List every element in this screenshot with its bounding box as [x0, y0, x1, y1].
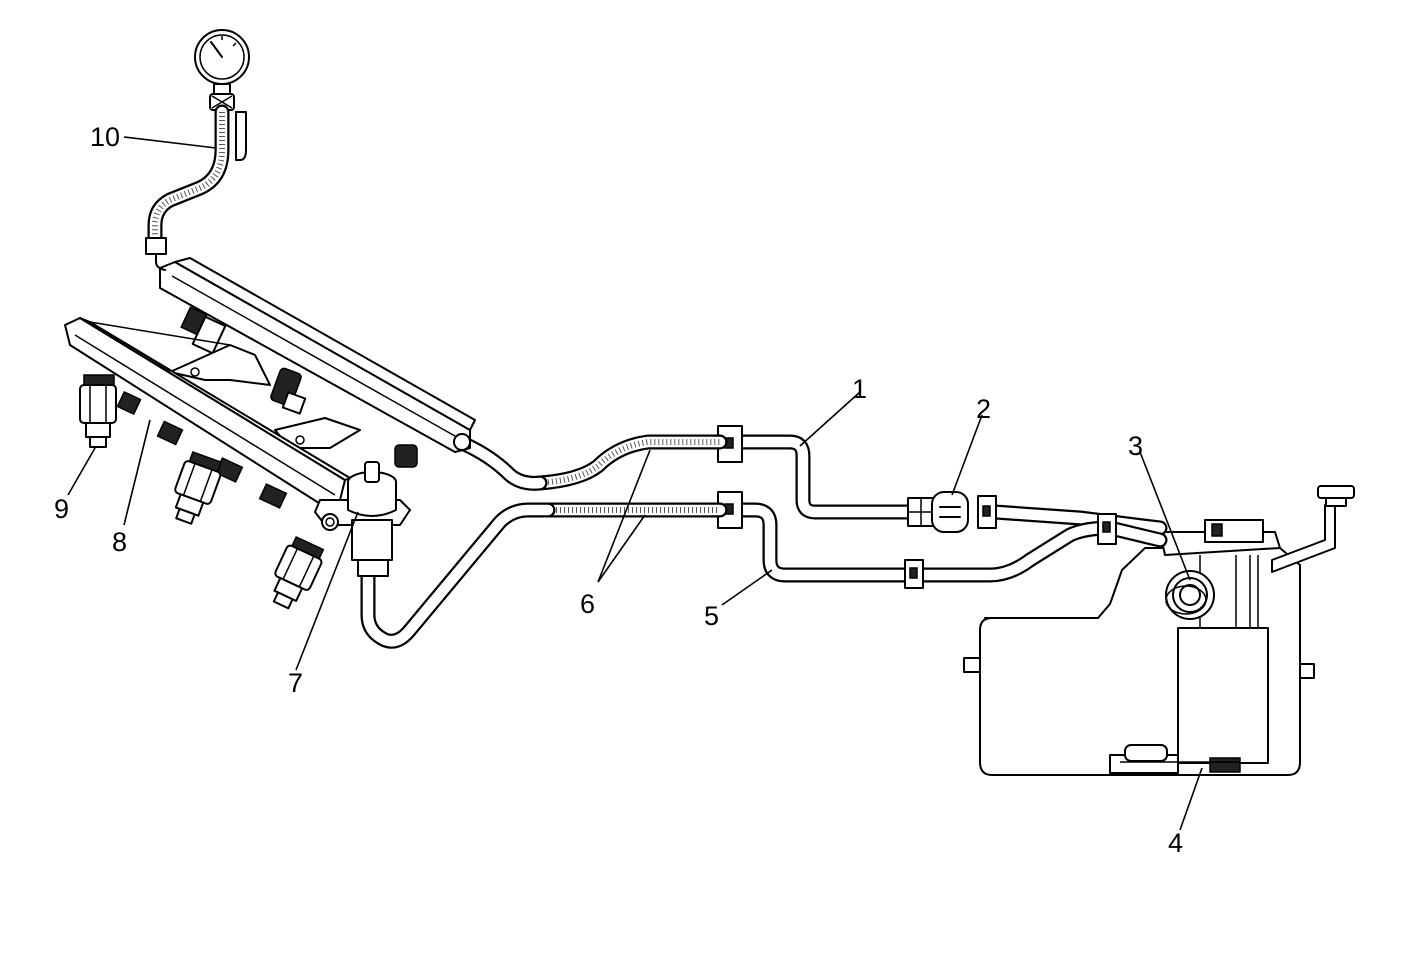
- regulator-return-pipe: [360, 502, 556, 649]
- callout-4: 4: [1168, 828, 1183, 858]
- fuel-pressure-gauge: [194, 29, 250, 111]
- fuel-rail-upper: [159, 257, 476, 468]
- callout-5: 5: [704, 601, 719, 631]
- callout-6: 6: [580, 589, 595, 619]
- callout-7: 7: [288, 668, 303, 698]
- callout-2: 2: [976, 394, 991, 424]
- rail-feed-pipe: [452, 434, 548, 491]
- callout-3: 3: [1128, 431, 1143, 461]
- rail-mounting-bracket: [169, 344, 361, 449]
- leader-lines: [67, 136, 1203, 831]
- fuel-pump-module: [1109, 519, 1281, 774]
- fuel-injector-2: [174, 451, 223, 525]
- fuel-injector-1: [79, 374, 117, 448]
- gauge-hose: [145, 104, 247, 271]
- callout-8: 8: [112, 527, 127, 557]
- fuel-feed-pipe: [732, 434, 1168, 536]
- callout-1: 1: [852, 374, 867, 404]
- fuel-pump-coil-icon: [1165, 570, 1215, 620]
- flexible-fuel-hose: [532, 434, 728, 518]
- callout-10: 10: [90, 122, 120, 152]
- callout-9: 9: [54, 494, 69, 524]
- fuel-return-pipe: [732, 502, 1168, 583]
- fuel-filter: [907, 491, 969, 533]
- fuel-injector-3: [272, 535, 325, 610]
- fuel-pressure-regulator: [314, 461, 411, 577]
